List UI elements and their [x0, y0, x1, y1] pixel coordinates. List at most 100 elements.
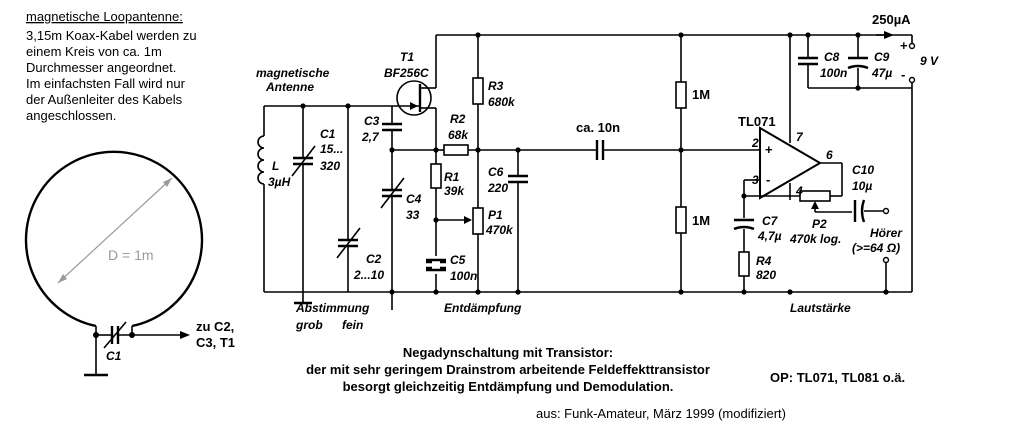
c10-value: 10µ [852, 179, 872, 193]
tuning-fine-label: fein [342, 318, 363, 332]
caption-line: besorgt gleichzeitig Entdämpfung und Dem… [343, 379, 674, 394]
junction-dot [787, 32, 793, 38]
current-label: 250µA [872, 12, 911, 27]
fet-gate-arrow [410, 102, 418, 110]
opamp-name: TL071 [738, 114, 776, 129]
r1-value: 39k [444, 184, 465, 198]
junction-dot [805, 32, 811, 38]
inductor-value: 3µH [268, 175, 291, 189]
antenna-label: magnetische [256, 66, 330, 80]
c5-gap [432, 256, 440, 274]
p2-value: 470k log. [789, 232, 841, 246]
junction-dot [678, 289, 684, 295]
junction-dot [475, 32, 481, 38]
loop-text-line: einem Kreis von ca. 1m [26, 44, 162, 59]
r2-name: R2 [450, 112, 466, 126]
opamp-pin-7: 7 [796, 130, 804, 144]
junction-dot [515, 147, 521, 153]
r4-value: 820 [756, 268, 776, 282]
supply-minus: - [901, 67, 905, 82]
loop-text-line: Im einfachsten Fall wird nur [26, 76, 186, 91]
diameter-arrow [58, 274, 67, 283]
loop-text-line: der Außenleiter des Kabels [26, 92, 183, 107]
p1-name: P1 [488, 208, 503, 222]
variable-arrow [336, 227, 361, 259]
c2-value: 2...10 [353, 268, 384, 282]
opamp-pin-6: 6 [826, 148, 833, 162]
loop-text-line: angeschlossen. [26, 108, 116, 123]
supply-plus: + [900, 38, 908, 53]
c9-value: 47µ [871, 66, 892, 80]
resistor-r1 [430, 163, 442, 189]
supply-terminal-minus [908, 76, 916, 84]
resistor-r4 [738, 251, 750, 277]
resistor-1m-top [675, 81, 687, 109]
c10-name: C10 [852, 163, 874, 177]
c6-value: 220 [487, 181, 508, 195]
potentiometer-p2 [799, 190, 831, 202]
junction-dot [883, 289, 889, 295]
variable-arrow [380, 177, 405, 209]
junction-dot [389, 289, 395, 295]
c10-polarity [850, 204, 853, 207]
headphone-label: (>=64 Ω) [852, 241, 900, 255]
c4-value: 33 [406, 208, 420, 222]
pot-wiper-arrow [464, 216, 472, 224]
c6-name: C6 [488, 165, 504, 179]
junction-dot [515, 289, 521, 295]
headphone-label: Hörer [870, 226, 903, 240]
r3-value: 680k [488, 95, 516, 109]
tuning-label: Abstimmung [295, 301, 370, 315]
variable-arrow [103, 321, 127, 349]
loop-heading: magnetische Loopantenne: [26, 9, 183, 24]
capacitor-plate [847, 64, 869, 70]
c9-name: C9 [874, 50, 890, 64]
loop-antenna-ring [24, 150, 204, 328]
c1-value: 15... [320, 142, 343, 156]
junction-dot [678, 32, 684, 38]
diameter-line [57, 177, 173, 284]
c8-value: 100n [820, 66, 847, 80]
r2-value: 68k [448, 128, 469, 142]
c7-name: C7 [762, 214, 779, 228]
variable-arrow [291, 145, 316, 177]
pot-wiper-arrow [811, 201, 819, 209]
opamp-input-plus: + [765, 142, 773, 157]
resistor-r2 [443, 144, 469, 156]
opamp-pin-3: 3 [752, 173, 759, 187]
antenna-label: Antenne [265, 80, 314, 94]
headphone-terminal [882, 256, 890, 264]
junction-dot [300, 103, 306, 109]
r1-name: R1 [444, 170, 460, 184]
c1-name: C1 [320, 127, 336, 141]
loop-text-line: 3,15m Koax-Kabel werden zu [26, 28, 197, 43]
r4-name: R4 [756, 254, 772, 268]
volume-label: Lautstärke [790, 301, 851, 315]
current-arrow [884, 31, 894, 39]
junction-dot [741, 289, 747, 295]
opamp-pin-2: 2 [751, 136, 759, 150]
opamp-note: OP: TL071, TL081 o.ä. [770, 370, 905, 385]
capacitor-plate [860, 199, 866, 223]
junction-dot [741, 193, 747, 199]
supply-label: 9 V [920, 54, 939, 68]
r-top-label: 1M [692, 87, 710, 102]
opamp-triangle [759, 126, 822, 200]
caption-line: Negadynschaltung mit Transistor: [403, 345, 613, 360]
fet-transistor [396, 80, 432, 116]
diameter-arrow [163, 178, 172, 187]
tuning-coarse-label: grob [295, 318, 323, 332]
r-bottom-label: 1M [692, 213, 710, 228]
loop-text-line: Durchmesser angeordnet. [26, 60, 176, 75]
junction-dot [787, 289, 793, 295]
c3-name: C3 [364, 114, 380, 128]
p2-name: P2 [812, 217, 827, 231]
coupling-cap-label: ca. 10n [576, 120, 620, 135]
damping-label: Entdämpfung [444, 301, 522, 315]
capacitor-plate [733, 225, 755, 231]
headphone-terminal [882, 207, 890, 215]
opamp-input-minus: - [766, 172, 770, 187]
junction-dot [433, 217, 439, 223]
c4-name: C4 [406, 192, 422, 206]
